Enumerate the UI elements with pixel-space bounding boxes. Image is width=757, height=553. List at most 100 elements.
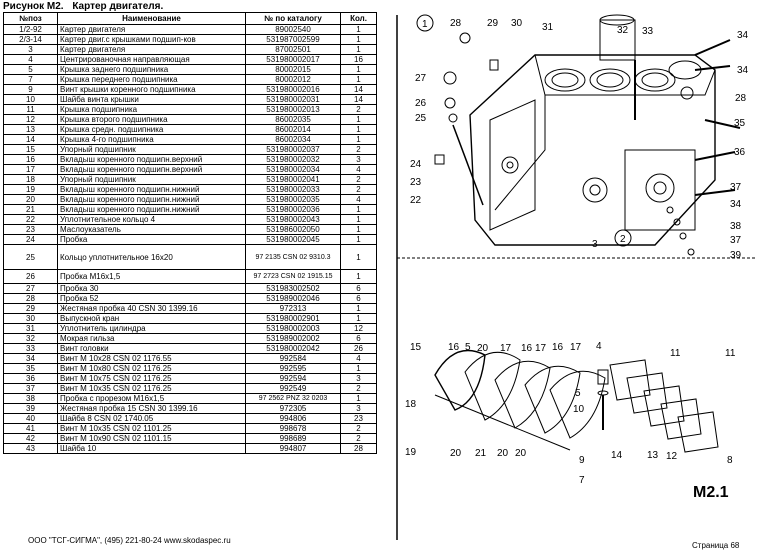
figure-caption: Картер двигателя. [72, 1, 164, 12]
cell-name: Крышка средн. подшипника [57, 124, 246, 135]
cell-name: Шайба винта крышки [57, 94, 246, 105]
callout-b15: 15 [410, 342, 422, 353]
cell-catalog: 531980002041 [245, 174, 341, 185]
callout-b5b: 5 [575, 388, 581, 399]
cell-name: Уплотнитель цилиндра [57, 323, 246, 334]
cell-name: Винт крышки коренного подшипника [57, 84, 246, 95]
cell-pos: 28 [3, 293, 58, 304]
cell-qty: 1 [340, 44, 377, 55]
callout-35: 35 [734, 118, 746, 129]
cell-pos: 31 [3, 323, 58, 334]
cell-qty: 14 [340, 84, 377, 95]
cell-catalog: 97 2723 CSN 02 1915.15 [245, 269, 341, 284]
cell-name: Винт М 10х90 CSN 02 1101.15 [57, 433, 246, 444]
callout-25: 25 [415, 113, 427, 124]
cell-name: Картер двигателя [57, 24, 246, 35]
cell-catalog: 97 2135 CSN 02 9310.3 [245, 244, 341, 270]
cell-pos: 19 [3, 184, 58, 195]
cell-pos: 1/2-92 [3, 24, 58, 35]
cell-catalog: 531980002043 [245, 214, 341, 225]
cell-name: Вкладыш коренного подшипн.нижний [57, 194, 246, 205]
cell-name: Упорный подшипник [57, 174, 246, 185]
callout-22: 22 [410, 195, 422, 206]
cell-qty: 1 [340, 124, 377, 135]
callout-b5: 5 [465, 342, 471, 353]
cell-pos: 9 [3, 84, 58, 95]
callout-b10: 10 [573, 404, 585, 415]
cell-name: Пробка М16х1,5 [57, 269, 246, 284]
callout-b12: 12 [666, 451, 678, 462]
cell-name: Пробка с прорезом М16х1,5 [57, 393, 246, 404]
cell-name: Винт М 10х80 CSN 02 1176.25 [57, 363, 246, 374]
cell-name: Вкладыш коренного подшипн.нижний [57, 184, 246, 195]
cell-qty: 2 [340, 174, 377, 185]
callout-b14: 14 [611, 450, 623, 461]
cell-catalog: 531980002016 [245, 84, 341, 95]
cell-pos: 43 [3, 443, 58, 454]
cell-pos: 38 [3, 393, 58, 404]
drawing-label: M2.1 [693, 484, 729, 501]
cell-name: Крышка заднего подшипника [57, 64, 246, 75]
callout-b20c: 20 [497, 448, 509, 459]
cell-name: Винт М 10х35 CSN 02 1101.25 [57, 423, 246, 434]
cell-pos: 15 [3, 144, 58, 155]
callout-b11b: 11 [725, 348, 736, 359]
cell-catalog: 972305 [245, 403, 341, 414]
cell-pos: 36 [3, 373, 58, 384]
cell-qty: 3 [340, 403, 377, 414]
cell-catalog: 80002012 [245, 74, 341, 85]
cell-catalog: 531980002045 [245, 234, 341, 245]
cell-name: Картер двигателя [57, 44, 246, 55]
cell-pos: 25 [3, 244, 58, 270]
cell-pos: 24 [3, 234, 58, 245]
callout-38: 38 [730, 221, 742, 232]
callout-b18: 18 [405, 399, 417, 410]
callout-3: 3 [592, 239, 598, 250]
cell-catalog: 531980002032 [245, 154, 341, 165]
bearings-illustration [434, 349, 719, 453]
table-header-row: №поз Наименование № по каталогу Кол. [3, 12, 377, 25]
cell-catalog: 531980002017 [245, 54, 341, 65]
cell-name: Пробка [57, 234, 246, 245]
cell-catalog: 531980002036 [245, 204, 341, 215]
cell-name: Центрированочная направляющая [57, 54, 246, 65]
cell-name: Винт головки [57, 343, 246, 354]
page-number: Страница 68 [692, 541, 740, 550]
cell-name: Жестяная пробка 40 CSN 30 1399.16 [57, 303, 246, 314]
cell-pos: 29 [3, 303, 58, 314]
cell-qty: 14 [340, 94, 377, 105]
cell-name: Жестяная пробка 15 CSN 30 1399.16 [57, 403, 246, 414]
cell-qty: 12 [340, 323, 377, 334]
cell-qty: 23 [340, 413, 377, 424]
footer-company: ООО "ТСГ-СИГМА", (495) 221-80-24 www.sko… [28, 536, 231, 545]
cell-pos: 11 [3, 104, 58, 115]
cell-catalog: 992594 [245, 373, 341, 384]
engine-block-drawing: 1 28 29 30 31 32 33 34 34 28 27 26 25 35… [396, 14, 757, 540]
callout-27: 27 [415, 73, 427, 84]
callout-b17b: 17 [535, 343, 547, 354]
cell-pos: 20 [3, 194, 58, 205]
cell-name: Крышка второго подшипника [57, 114, 246, 125]
col-header-catalog: № по каталогу [245, 12, 341, 25]
callout-26: 26 [415, 98, 427, 109]
cell-pos: 5 [3, 64, 58, 75]
cell-pos: 27 [3, 283, 58, 294]
cell-name: Пробка 30 [57, 283, 246, 294]
cell-qty: 6 [340, 293, 377, 304]
